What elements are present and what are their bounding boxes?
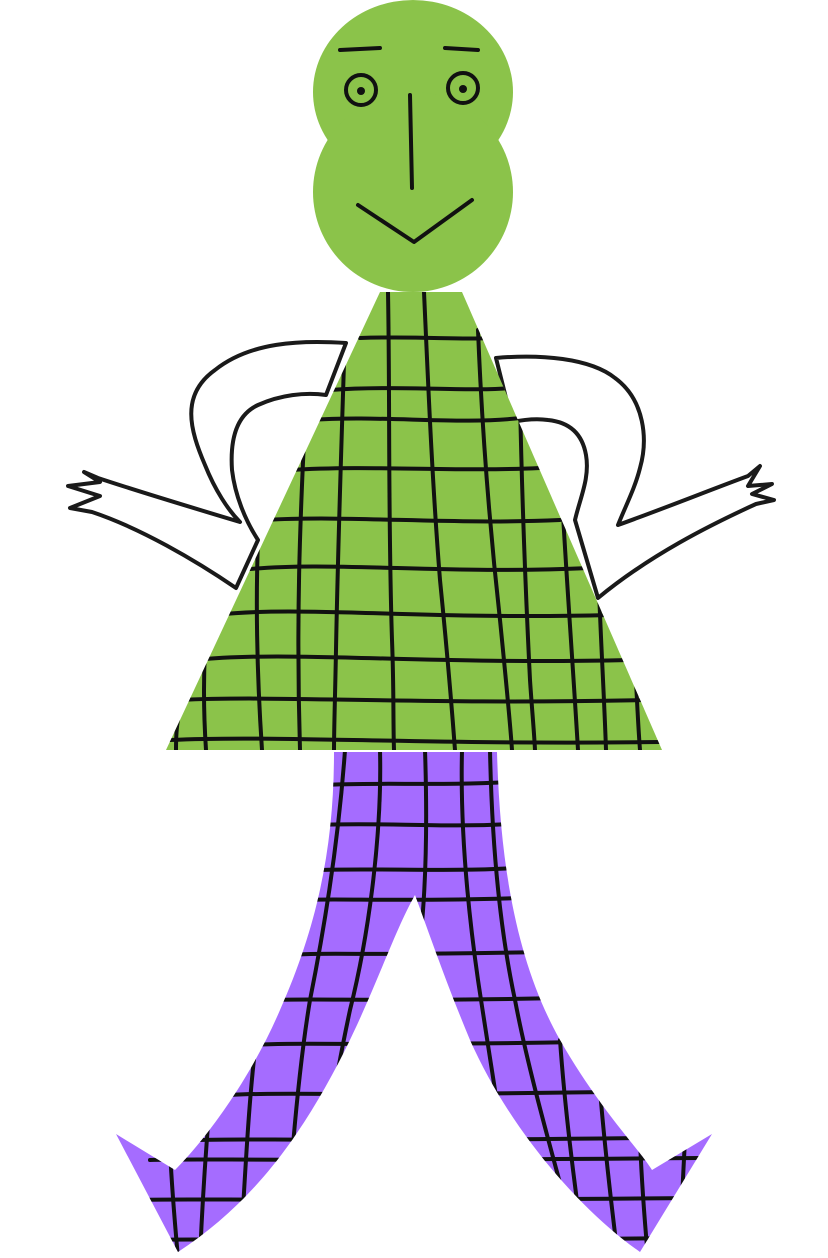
left-eyebrow-icon [338, 46, 382, 52]
plaid-pants-icon [116, 752, 712, 1252]
right-eye-icon [446, 71, 480, 105]
mouth-icon [356, 198, 474, 244]
right-arm-icon [494, 354, 776, 600]
nose-icon [408, 93, 414, 190]
left-arm-icon [66, 340, 348, 590]
left-eye-icon [344, 73, 378, 107]
character-head-icon [313, 0, 513, 292]
right-eyebrow-icon [443, 46, 480, 52]
